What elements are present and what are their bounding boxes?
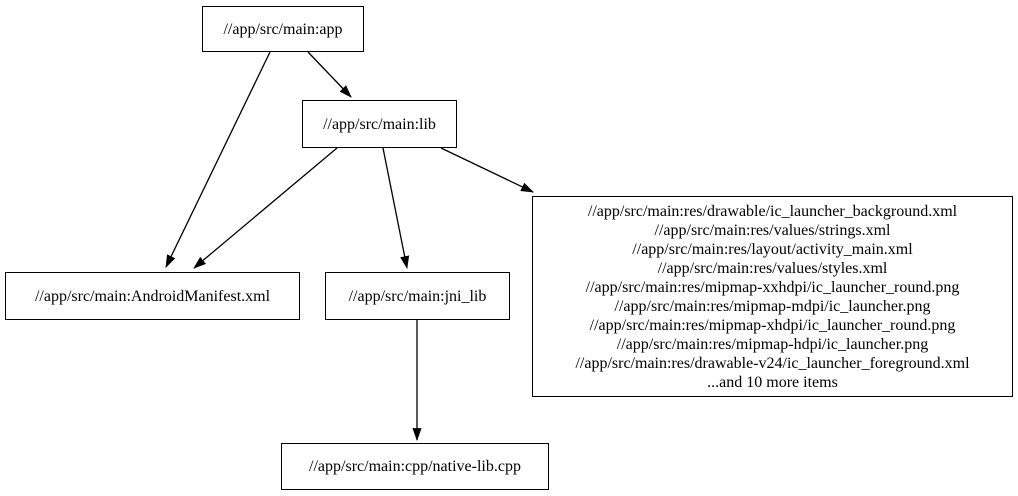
res-more-items: ...and 10 more items [707, 373, 838, 391]
node-android-manifest: //app/src/main:AndroidManifest.xml [5, 272, 300, 320]
res-item: //app/src/main:res/drawable/ic_launcher_… [587, 202, 958, 220]
edge-app-to-manifest [165, 51, 271, 268]
edge-app-to-lib [307, 51, 352, 98]
edge-lib-to-res-group [440, 147, 534, 193]
res-item: //app/src/main:res/mipmap-xhdpi/ic_launc… [589, 316, 956, 334]
node-app: //app/src/main:app [202, 6, 364, 52]
node-lib-label: //app/src/main:lib [323, 115, 436, 133]
res-item: //app/src/main:res/values/strings.xml [654, 221, 891, 239]
res-item: //app/src/main:res/mipmap-mdpi/ic_launch… [614, 297, 931, 315]
node-native-lib-cpp: //app/src/main:cpp/native-lib.cpp [281, 443, 549, 490]
res-item: //app/src/main:res/drawable-v24/ic_launc… [575, 354, 970, 372]
res-item: //app/src/main:res/layout/activity_main.… [632, 240, 913, 258]
node-jni-lib-label: //app/src/main:jni_lib [348, 287, 487, 305]
edge-lib-to-manifest [193, 147, 338, 269]
res-item: //app/src/main:res/values/styles.xml [657, 259, 888, 277]
node-native-lib-cpp-label: //app/src/main:cpp/native-lib.cpp [309, 458, 521, 475]
node-jni-lib: //app/src/main:jni_lib [325, 272, 510, 320]
node-app-label: //app/src/main:app [223, 20, 343, 38]
node-lib: //app/src/main:lib [302, 100, 457, 148]
node-res-group: //app/src/main:res/drawable/ic_launcher_… [532, 196, 1013, 397]
res-item: //app/src/main:res/mipmap-hdpi/ic_launch… [616, 335, 929, 353]
res-item: //app/src/main:res/mipmap-xxhdpi/ic_laun… [585, 278, 960, 296]
node-android-manifest-label: //app/src/main:AndroidManifest.xml [34, 287, 271, 305]
edge-lib-to-jni-lib [382, 147, 410, 270]
